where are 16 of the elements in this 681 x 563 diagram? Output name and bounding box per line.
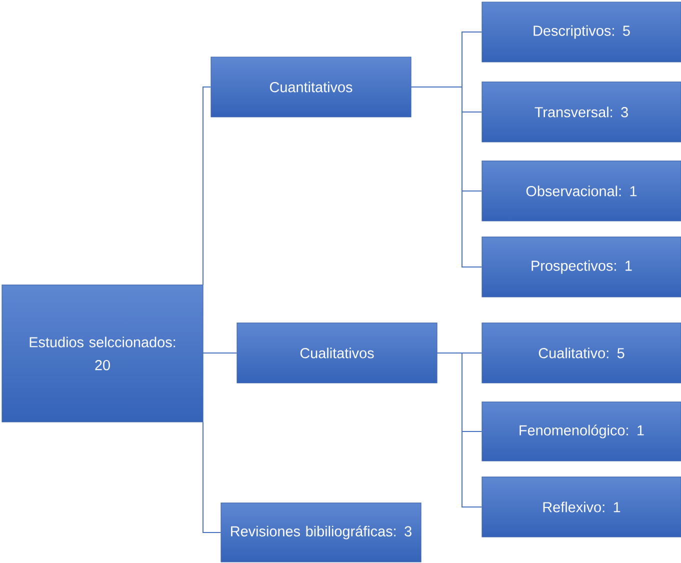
connector-line	[202, 86, 212, 286]
connector-line	[410, 86, 482, 268]
connector-line	[436, 352, 482, 508]
category-box: Cualitativo: 5	[482, 322, 681, 384]
category-box: Transversal: 3	[482, 82, 681, 142]
connector-line	[202, 421, 222, 533]
category-box: Observacional: 1	[482, 160, 681, 222]
category-box: Descriptivos: 5	[482, 2, 681, 62]
category-box: Estudios selccionados: 20	[2, 284, 204, 422]
category-box: Cuantitativos	[210, 56, 412, 118]
category-box: Prospectivos: 1	[482, 236, 681, 298]
category-box: Revisiones bibiliográficas: 3	[220, 502, 422, 562]
category-box: Fenomenológico: 1	[482, 402, 681, 462]
connector-line	[202, 352, 238, 354]
category-box: Reflexivo: 1	[482, 476, 681, 538]
category-box: Cualitativos	[236, 322, 438, 384]
